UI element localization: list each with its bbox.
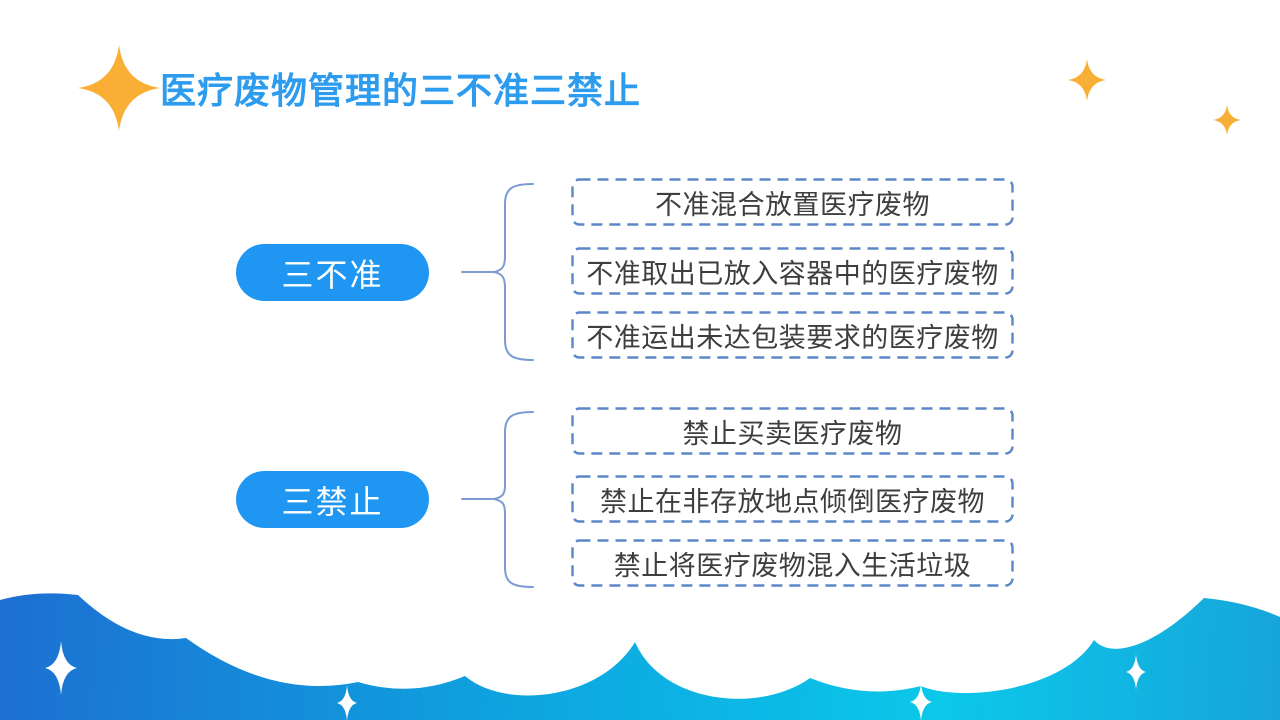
- dashed-border: [571, 475, 1014, 523]
- rule-box: 禁止买卖医疗废物: [571, 407, 1014, 455]
- rule-text: 禁止将医疗废物混入生活垃圾: [613, 550, 972, 582]
- dashed-border: [571, 311, 1014, 359]
- rule-text: 禁止买卖医疗废物: [682, 418, 903, 450]
- wave-shape: [0, 593, 1280, 720]
- rule-box: 不准取出已放入容器中的医疗废物: [571, 247, 1014, 295]
- dashed-border: [571, 539, 1014, 587]
- rule-box: 不准混合放置医疗废物: [571, 178, 1014, 226]
- brace-connectors: [461, 183, 534, 588]
- rule-text: 禁止在非存放地点倾倒医疗废物: [600, 486, 985, 518]
- pill-label: 三不准: [281, 255, 384, 294]
- dashed-border: [571, 407, 1014, 455]
- dashed-border: [571, 247, 1014, 295]
- sparkle-icon-topright: [1068, 59, 1106, 101]
- page-title: 医疗废物管理的三不准三禁止: [160, 70, 642, 112]
- pill-three-not-allowed: 三不准: [236, 244, 429, 301]
- pill-label: 三禁止: [281, 482, 384, 521]
- pill-three-prohibited: 三禁止: [236, 471, 429, 528]
- rule-box: 不准运出未达包装要求的医疗废物: [571, 311, 1014, 359]
- dashed-border: [571, 178, 1014, 226]
- rule-box: 禁止在非存放地点倾倒医疗废物: [571, 475, 1014, 523]
- rule-text: 不准取出已放入容器中的医疗废物: [586, 258, 999, 290]
- brace-icon-top: [493, 183, 534, 361]
- brace-icon-bottom: [493, 411, 534, 588]
- sparkle-icon-topright-small: [1213, 105, 1241, 135]
- rule-text: 不准混合放置医疗废物: [655, 189, 930, 221]
- rule-box: 禁止将医疗废物混入生活垃圾: [571, 539, 1014, 587]
- wave-footer: [0, 593, 1280, 720]
- rule-text: 不准运出未达包装要求的医疗废物: [586, 322, 999, 354]
- sparkle-icon-title: [78, 45, 160, 131]
